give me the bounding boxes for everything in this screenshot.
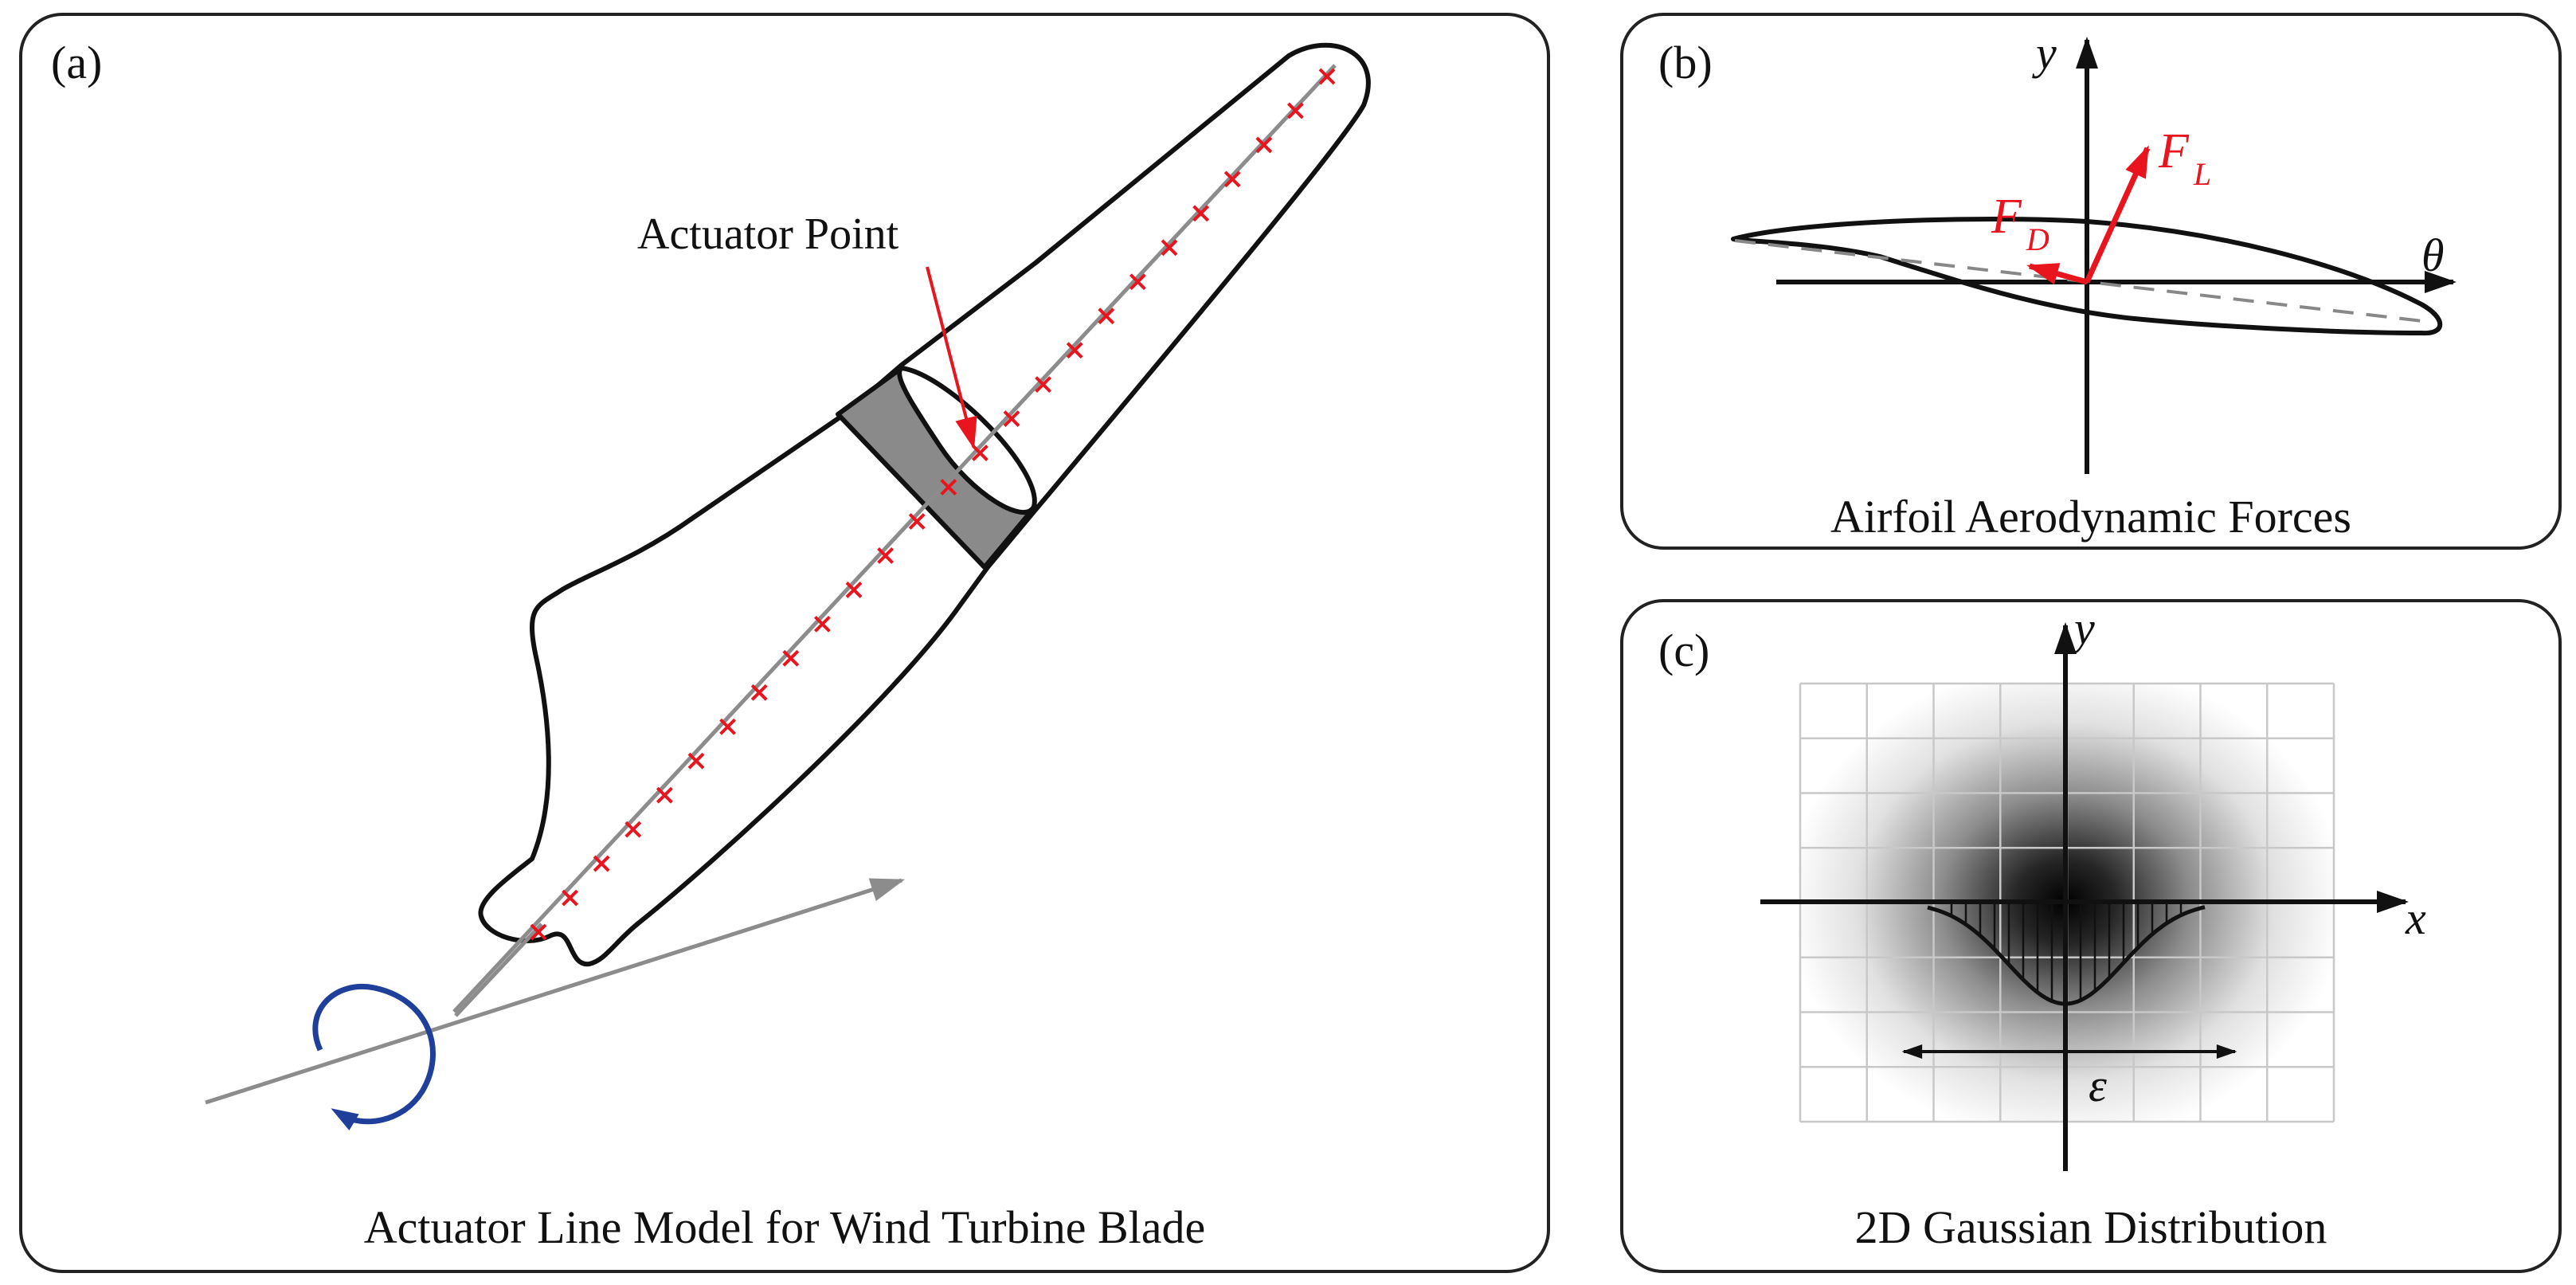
- actuator-point-marker: [908, 513, 926, 530]
- actuator-point-marker: [624, 821, 642, 838]
- actuator-point-marker: [877, 547, 895, 564]
- panel-b-tag: (b): [1658, 37, 1713, 88]
- actuator-point-marker: [593, 855, 610, 872]
- actuator-point-markers: [530, 68, 1336, 941]
- actuator-line: [452, 64, 1337, 1013]
- airfoil-shape: [1731, 216, 2443, 336]
- panel-c-caption: 2D Gaussian Distribution: [1855, 1201, 2327, 1253]
- actuator-point-marker: [562, 889, 579, 907]
- panel-a: (a) Actuator Point Actuator Line Model f…: [19, 13, 1550, 1273]
- panel-c-y-label: y: [2070, 602, 2095, 654]
- actuator-point-marker: [687, 752, 705, 770]
- panel-c-tag: (c): [1658, 625, 1709, 676]
- panel-a-caption: Actuator Line Model for Wind Turbine Bla…: [364, 1201, 1206, 1253]
- actuator-point-marker: [940, 479, 957, 496]
- lift-force-arrow: [2084, 145, 2151, 284]
- rotor-shaft: [205, 878, 906, 1105]
- width-symbol: ε: [2089, 1060, 2107, 1111]
- actuator-point-marker: [719, 718, 737, 735]
- panel-b-caption: Airfoil Aerodynamic Forces: [1830, 491, 2351, 543]
- actuator-point-marker: [1066, 342, 1083, 359]
- actuator-point-marker: [1129, 273, 1146, 291]
- callout-actuator-point: Actuator Point: [637, 210, 899, 259]
- actuator-point-marker: [1255, 136, 1273, 154]
- callout-arrow: [926, 266, 977, 449]
- actuator-point-marker: [656, 786, 673, 804]
- panel-c-x-label: x: [2405, 892, 2426, 944]
- panel-b-x-label: θ: [2421, 229, 2445, 281]
- actuator-point-marker: [530, 923, 547, 941]
- actuator-point-marker: [1223, 170, 1241, 188]
- actuator-point-marker: [1318, 68, 1336, 85]
- rotation-arrow-icon: [312, 984, 436, 1130]
- actuator-point-marker: [1161, 239, 1178, 257]
- hub-connector: [454, 923, 543, 1017]
- actuator-point-marker: [813, 615, 831, 633]
- panel-a-tag: (a): [51, 37, 102, 88]
- gaussian-curve-line: [1927, 905, 2206, 1006]
- actuator-point-marker: [1003, 410, 1020, 428]
- actuator-point-marker: [782, 649, 800, 667]
- actuator-point-marker: [750, 684, 768, 701]
- actuator-point-marker: [1286, 102, 1304, 119]
- actuator-point-marker: [1098, 308, 1115, 325]
- drag-force-arrow: [2026, 263, 2088, 285]
- panel-c: (c) y x ε 2D Gaussian Distribution: [1620, 599, 2562, 1273]
- actuator-point-marker: [1192, 205, 1210, 222]
- actuator-point-marker: [1035, 376, 1052, 394]
- actuator-point-marker: [845, 581, 863, 598]
- panel-b-y-label: y: [2032, 27, 2057, 79]
- gaussian-curve: [1927, 902, 2206, 1006]
